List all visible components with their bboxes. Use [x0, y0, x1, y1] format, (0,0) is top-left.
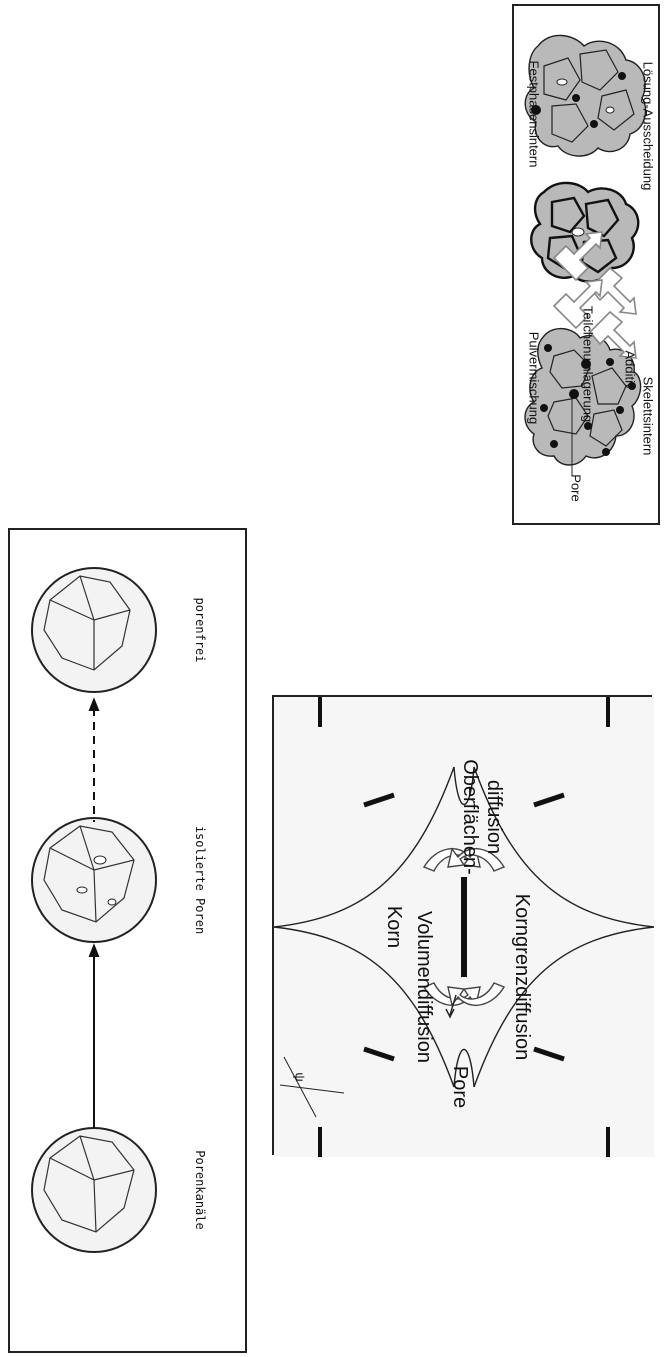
label-grain-boundary-diffusion: Korngrenzdiffusion — [512, 894, 532, 1060]
porosity-stages-panel: porenfrei isolierte Poren Porenkanäle — [8, 528, 247, 1353]
label-powder-mix: Pulvermischung — [528, 332, 541, 425]
label-surface-diffusion-2: diffusion — [484, 780, 504, 854]
label-isolated-pores: isolierte Poren — [194, 826, 206, 934]
label-grain: Korn — [384, 906, 404, 948]
label-pore-free: porenfrei — [194, 597, 206, 662]
label-skeleton: Skelettsintern — [642, 377, 655, 456]
label-additive: Additiv — [624, 350, 637, 389]
label-surface-diffusion-1: Oberflächen- — [460, 759, 480, 875]
porosity-stages-drawing — [10, 530, 249, 1355]
grain-circle-pore-channels — [32, 1128, 156, 1252]
label-solid-phase: Festphasensintern — [528, 61, 541, 168]
label-pore-sinter: Pore — [570, 474, 583, 501]
grain-circle-isolated-pores — [32, 818, 156, 942]
label-pore-neck: Pore — [450, 1066, 470, 1108]
label-angle-psi: ψ — [294, 1072, 307, 1081]
label-solution-precipitation: Lösung-Ausscheidung — [642, 62, 655, 191]
sintering-stages-panel: Pulvermischung Additiv Festphasensintern… — [512, 4, 660, 525]
grain-circle-pore-free — [32, 568, 156, 692]
neck-diffusion-panel: Korn Volumendiffusion Oberflächen- diffu… — [272, 695, 652, 1155]
label-volume-diffusion: Volumendiffusion — [414, 911, 434, 1063]
solid-phase-cluster — [525, 35, 645, 156]
label-pore-channels: Porenkanäle — [194, 1150, 206, 1229]
label-rearrangement: Teilchenumlagerung — [582, 306, 595, 422]
